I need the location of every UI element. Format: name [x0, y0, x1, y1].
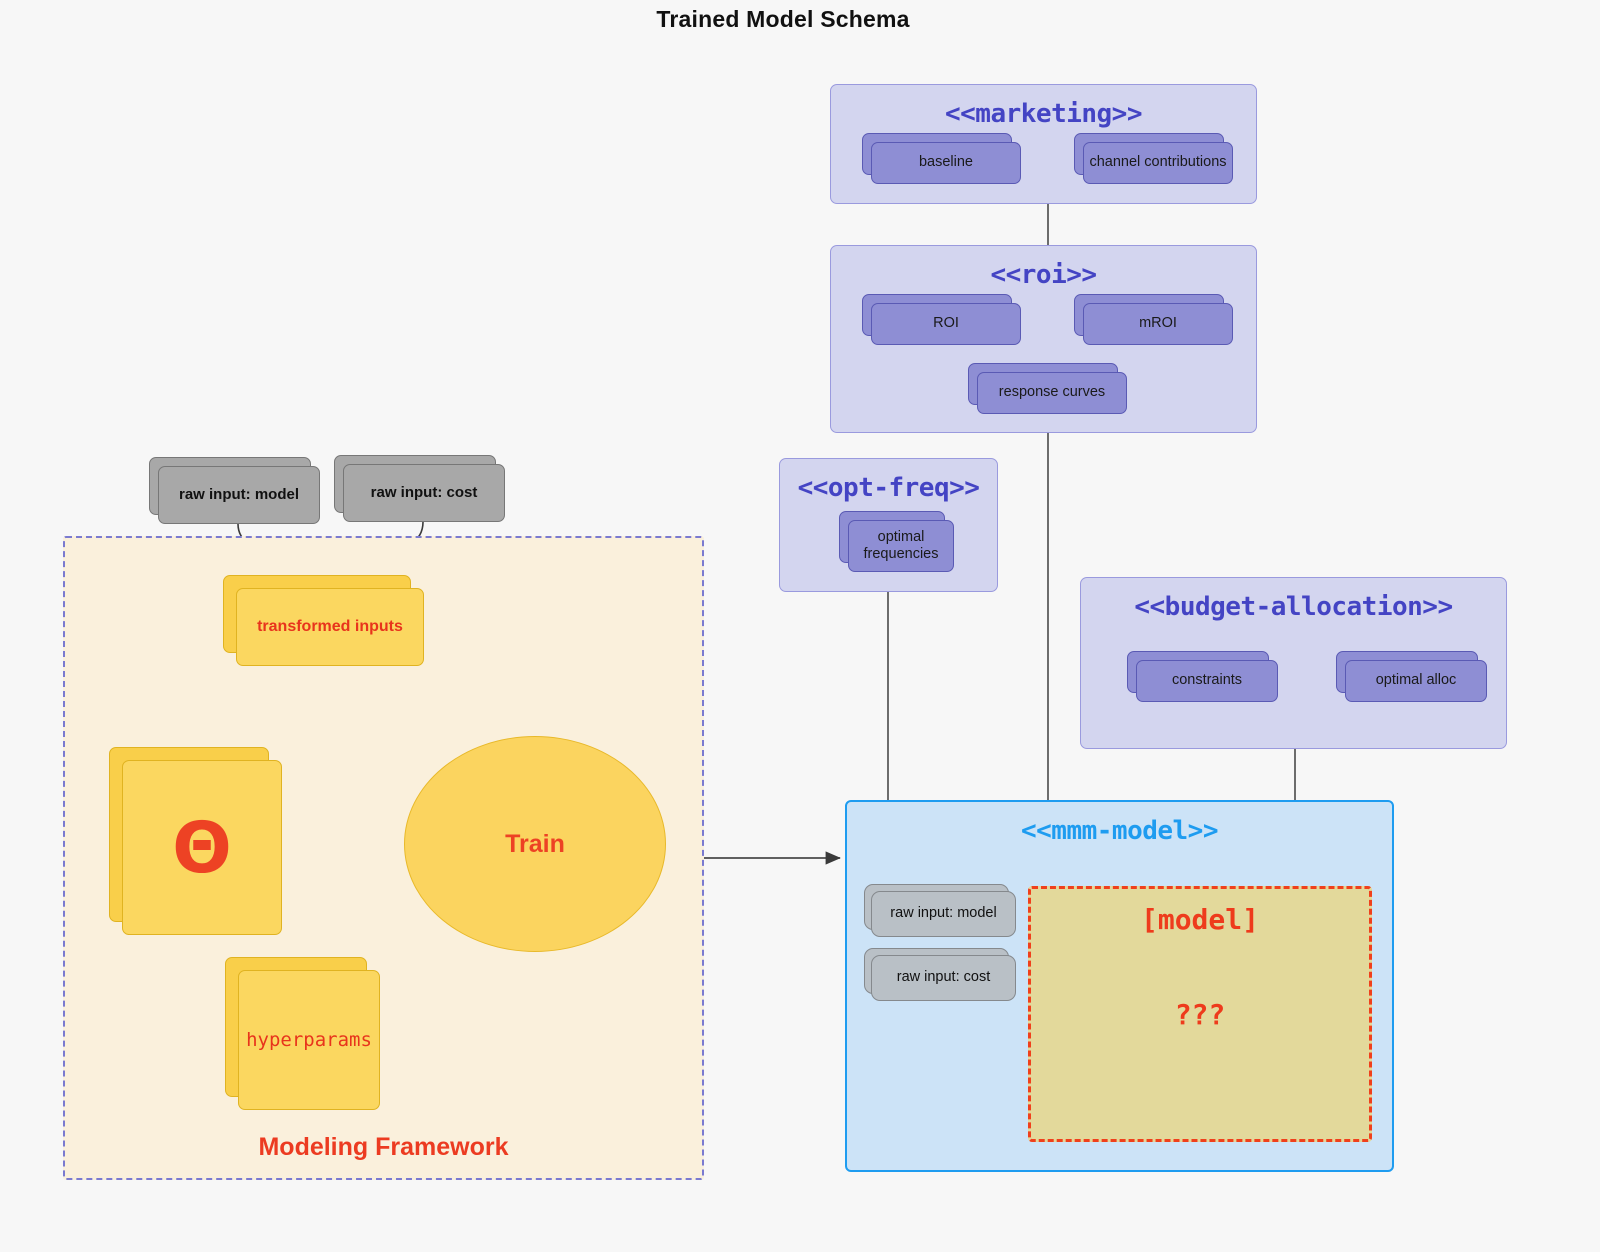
node-roi[interactable]: ROI	[862, 294, 1021, 345]
theta-icon: Θ	[172, 806, 232, 889]
node-raw-input-cost-label: raw input: cost	[343, 464, 505, 522]
node-mroi-label: mROI	[1083, 303, 1233, 345]
node-response-curves[interactable]: response curves	[968, 363, 1127, 414]
node-optimal-alloc[interactable]: optimal alloc	[1336, 651, 1487, 702]
node-constraints[interactable]: constraints	[1127, 651, 1278, 702]
model-placeholder-box[interactable]: [model] ???	[1028, 886, 1372, 1142]
node-mmm-raw-input-cost[interactable]: raw input: cost	[864, 948, 1016, 1001]
node-theta[interactable]: Θ	[109, 747, 282, 935]
node-train[interactable]: Train	[404, 736, 666, 952]
node-optimal-alloc-label: optimal alloc	[1345, 660, 1487, 702]
node-theta-glyph-wrap: Θ	[122, 760, 282, 935]
node-raw-input-model-label: raw input: model	[158, 466, 320, 524]
node-mroi[interactable]: mROI	[1074, 294, 1233, 345]
modeling-framework-label: Modeling Framework	[258, 1133, 509, 1161]
node-optimal-frequencies-label: optimal frequencies	[848, 520, 954, 572]
model-placeholder-body: ???	[1174, 998, 1226, 1031]
node-roi-label: ROI	[871, 303, 1021, 345]
node-transformed-inputs[interactable]: transformed inputs	[223, 575, 424, 666]
package-mmm-model[interactable]: <<mmm-model>> raw input: model raw input…	[845, 800, 1394, 1172]
node-raw-input-model[interactable]: raw input: model	[149, 457, 320, 524]
package-budget-allocation-title: <<budget-allocation>>	[1134, 592, 1453, 622]
node-channel-contributions[interactable]: channel contributions	[1074, 133, 1233, 184]
node-mmm-raw-input-model-label: raw input: model	[871, 891, 1016, 937]
node-mmm-raw-input-model[interactable]: raw input: model	[864, 884, 1016, 937]
node-optimal-frequencies[interactable]: optimal frequencies	[839, 511, 954, 572]
node-hyperparams[interactable]: hyperparams	[225, 957, 380, 1110]
node-channel-contributions-label: channel contributions	[1083, 142, 1233, 184]
node-train-label: Train	[505, 829, 565, 858]
page-title: Trained Model Schema	[656, 6, 910, 32]
node-mmm-raw-input-cost-label: raw input: cost	[871, 955, 1016, 1001]
model-placeholder-title: [model]	[1140, 903, 1259, 936]
node-baseline[interactable]: baseline	[862, 133, 1021, 184]
package-marketing[interactable]: <<marketing>> baseline channel contribut…	[830, 84, 1257, 204]
package-marketing-title: <<marketing>>	[945, 99, 1143, 129]
package-mmm-model-title: <<mmm-model>>	[1021, 816, 1219, 846]
package-opt-freq[interactable]: <<opt-freq>> optimal frequencies	[779, 458, 998, 592]
node-baseline-label: baseline	[871, 142, 1021, 184]
node-hyperparams-label: hyperparams	[238, 970, 380, 1110]
package-budget-allocation[interactable]: <<budget-allocation>> constraints optima…	[1080, 577, 1507, 749]
package-roi-title: <<roi>>	[990, 260, 1097, 290]
node-transformed-inputs-label: transformed inputs	[236, 588, 424, 666]
node-response-curves-label: response curves	[977, 372, 1127, 414]
package-roi[interactable]: <<roi>> ROI mROI response curves	[830, 245, 1257, 433]
node-constraints-label: constraints	[1136, 660, 1278, 702]
package-opt-freq-title: <<opt-freq>>	[797, 473, 980, 503]
node-raw-input-cost[interactable]: raw input: cost	[334, 455, 505, 522]
